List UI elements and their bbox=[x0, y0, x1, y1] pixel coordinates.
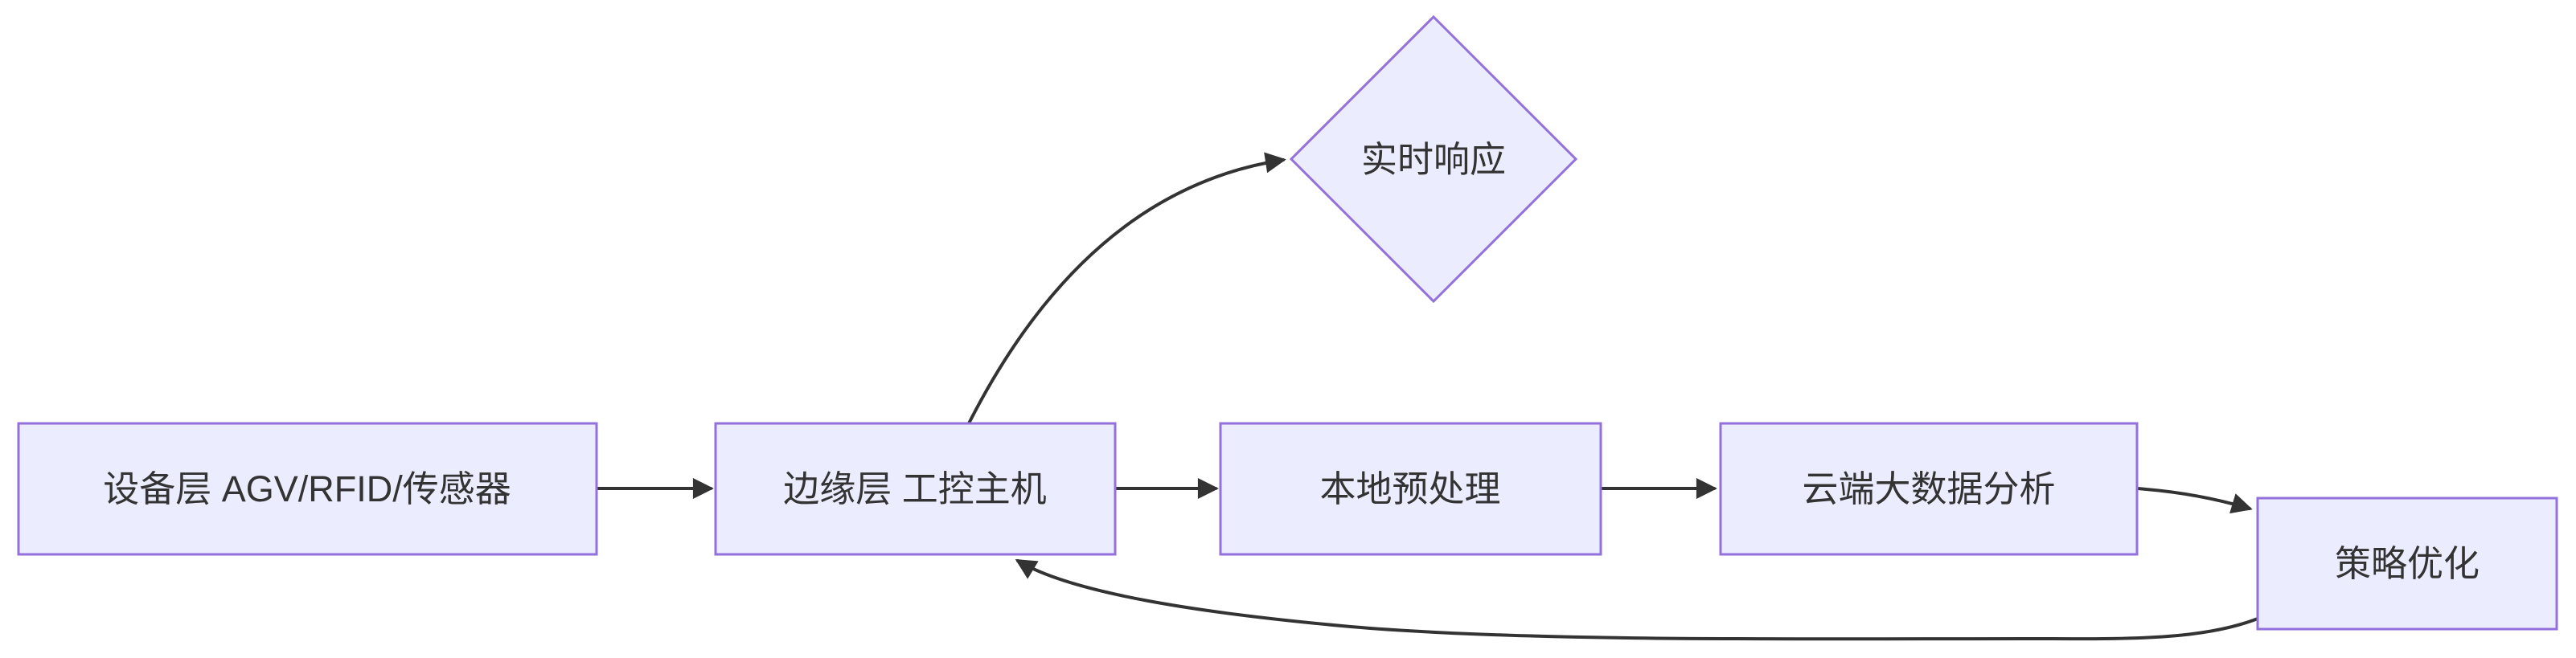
node-edge-layer-label: 边缘层 工控主机 bbox=[783, 468, 1047, 509]
node-local-preproc-box bbox=[1219, 422, 1602, 556]
node-device-layer-box bbox=[17, 422, 598, 556]
node-realtime: 实时响应 bbox=[1289, 14, 1578, 304]
node-strategy-opt-box bbox=[2256, 497, 2558, 631]
node-device-layer-label: 设备层 AGV/RFID/传感器 bbox=[103, 468, 511, 509]
node-cloud-bigdata: 云端大数据分析 bbox=[1719, 422, 2139, 556]
edge-cloud-to-strategy bbox=[2135, 487, 2253, 514]
edge-edgehost-to-realtime bbox=[967, 152, 1286, 425]
node-local-preproc: 本地预处理 bbox=[1219, 422, 1602, 556]
node-realtime-label: 实时响应 bbox=[1361, 139, 1506, 180]
node-strategy-opt: 策略优化 bbox=[2256, 497, 2558, 631]
node-strategy-opt-label: 策略优化 bbox=[2335, 543, 2480, 584]
node-device-layer: 设备层 AGV/RFID/传感器 bbox=[17, 422, 598, 556]
node-realtime-diamond bbox=[1289, 14, 1578, 304]
edge-group bbox=[595, 152, 2259, 641]
node-local-preproc-label: 本地预处理 bbox=[1319, 468, 1500, 509]
node-edge-layer-box bbox=[714, 422, 1117, 556]
node-cloud-bigdata-box bbox=[1719, 422, 2139, 556]
node-cloud-bigdata-label: 云端大数据分析 bbox=[1802, 468, 2055, 509]
edge-strategy-to-edgehost bbox=[1015, 558, 2259, 641]
node-edge-layer: 边缘层 工控主机 bbox=[714, 422, 1117, 556]
